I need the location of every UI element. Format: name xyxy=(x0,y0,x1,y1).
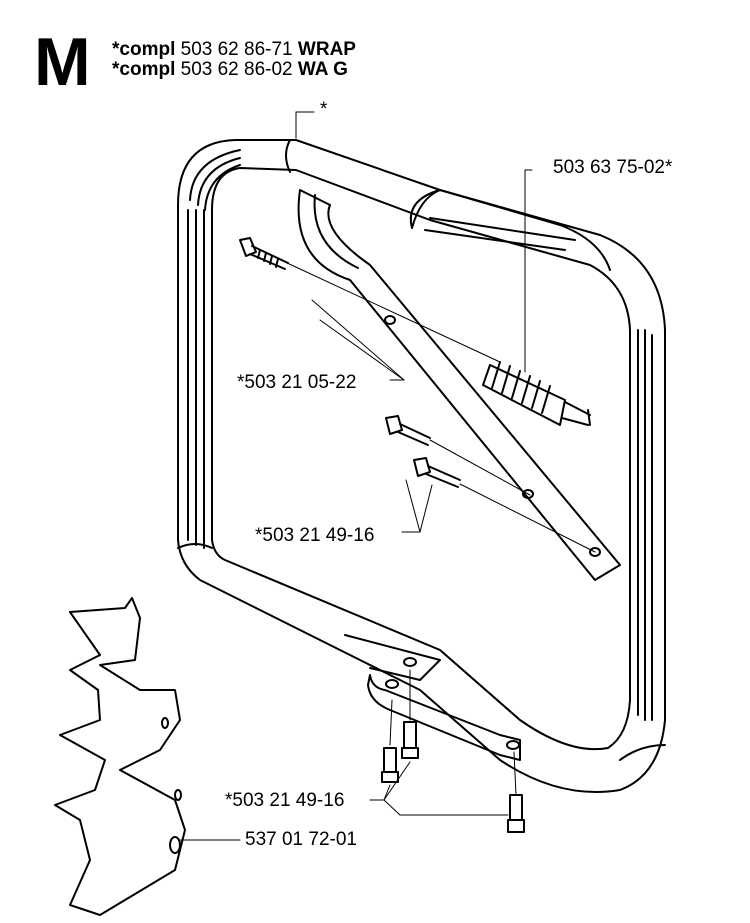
header-line-1-number: 503 62 86-71 xyxy=(180,39,293,60)
guard-plate xyxy=(54,597,186,916)
header-line-2-suffix: WA G xyxy=(297,59,348,80)
callout-bolts-lower: *503 21 49-16 xyxy=(225,790,345,811)
grip-sleeve xyxy=(411,189,611,271)
header-line-1-suffix: WRAP xyxy=(297,39,356,60)
vibration-damper xyxy=(482,361,591,426)
front-handle-bar xyxy=(177,139,666,793)
bolts-lower xyxy=(381,669,525,833)
bolts-middle xyxy=(385,415,596,553)
header-line-1-prefix: *compl xyxy=(112,39,176,60)
leader-lines xyxy=(179,111,533,841)
bolt-upper xyxy=(239,237,501,363)
callout-guard-plate: 537 01 72-01 xyxy=(245,829,357,850)
diagonal-brace xyxy=(297,189,621,581)
callout-top-star: * xyxy=(320,99,328,120)
callout-bolts-middle: *503 21 49-16 xyxy=(255,525,375,546)
section-letter: M xyxy=(34,24,91,100)
header-line-2: *compl 503 62 86-02 WA G xyxy=(112,60,348,80)
callout-bolt-upper: *503 21 05-22 xyxy=(237,372,357,393)
header-line-2-prefix: *compl xyxy=(112,59,176,80)
header-line-1: *compl 503 62 86-71 WRAP xyxy=(112,40,356,60)
header-line-2-number: 503 62 86-02 xyxy=(180,59,293,80)
mounting-bracket xyxy=(344,634,521,761)
callout-grip: 503 63 75-02* xyxy=(553,157,673,178)
